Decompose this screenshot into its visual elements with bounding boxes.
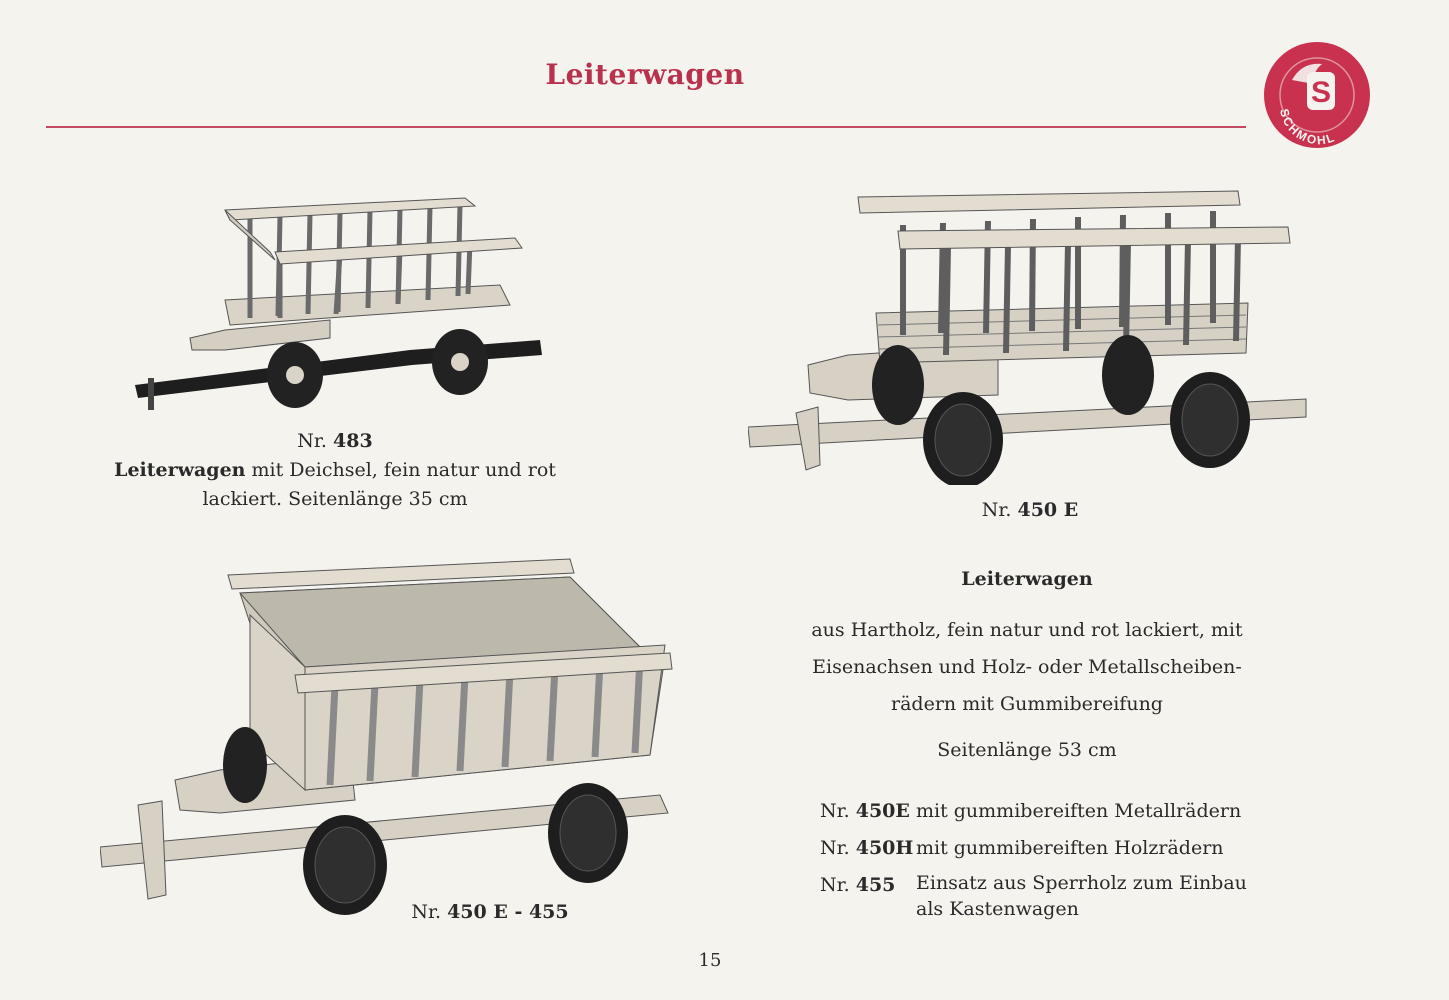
description-line: Eisenachsen und Holz- oder Metallscheibe… xyxy=(812,656,1242,678)
description-line: aus Hartholz, fein natur und rot lackier… xyxy=(811,619,1243,641)
product-name: Leiterwagen xyxy=(114,459,246,481)
logo-letter: S xyxy=(1311,76,1331,109)
schmohl-logo: S SCHMOHL xyxy=(1264,42,1370,148)
variant-row: Nr. 455 Einsatz aus Sperrholz zum Einbau… xyxy=(820,870,1260,922)
product-number: 483 xyxy=(333,430,373,452)
variant-number: 450E xyxy=(855,800,910,822)
nr-prefix: Nr. xyxy=(297,430,327,452)
wagon-450e-illustration xyxy=(748,190,1307,485)
title-rule xyxy=(46,126,1246,128)
variant-prefix: Nr. xyxy=(820,800,850,822)
nr-prefix: Nr. xyxy=(411,901,442,923)
wagon-483-illustration xyxy=(135,197,542,410)
variant-prefix: Nr. xyxy=(820,837,850,859)
wagon-455-illustration xyxy=(100,558,673,915)
caption-450e: Nr. 450 E xyxy=(900,496,1160,525)
variant-row: Nr. 450H mit gummibereiften Holzrädern xyxy=(820,833,1260,863)
page-number: 15 xyxy=(698,950,722,971)
variant-prefix: Nr. xyxy=(820,874,850,896)
product-desc-line2: lackiert. Seitenlänge 35 cm xyxy=(202,488,468,510)
description-block: Leiterwagen aus Hartholz, fein natur und… xyxy=(800,568,1254,761)
description-heading: Leiterwagen xyxy=(961,568,1093,590)
description-size: Seitenlänge 53 cm xyxy=(937,739,1117,761)
product-number: 450 E xyxy=(1017,499,1079,521)
variant-number: 455 xyxy=(855,874,896,896)
description-line: rädern mit Gummibereifung xyxy=(891,693,1163,715)
variant-row: Nr. 450E mit gummibereiften Metallrädern xyxy=(820,796,1260,826)
variant-text: Einsatz aus Sperrholz zum Einbau als Kas… xyxy=(916,872,1247,920)
product-desc-line1: mit Deichsel, fein natur und rot xyxy=(245,459,556,481)
nr-prefix: Nr. xyxy=(981,499,1012,521)
page-title: Leiterwagen xyxy=(545,58,745,91)
product-number: 450 E - 455 xyxy=(447,901,569,923)
caption-450e-455: Nr. 450 E - 455 xyxy=(360,898,620,927)
variant-list: Nr. 450E mit gummibereiften Metallrädern… xyxy=(820,796,1260,929)
caption-483: Nr. 483 Leiterwagen mit Deichsel, fein n… xyxy=(100,427,570,514)
variant-text: mit gummibereiften Metallrädern xyxy=(916,800,1242,822)
variant-text: mit gummibereiften Holzrädern xyxy=(916,837,1224,859)
variant-number: 450H xyxy=(855,837,914,859)
